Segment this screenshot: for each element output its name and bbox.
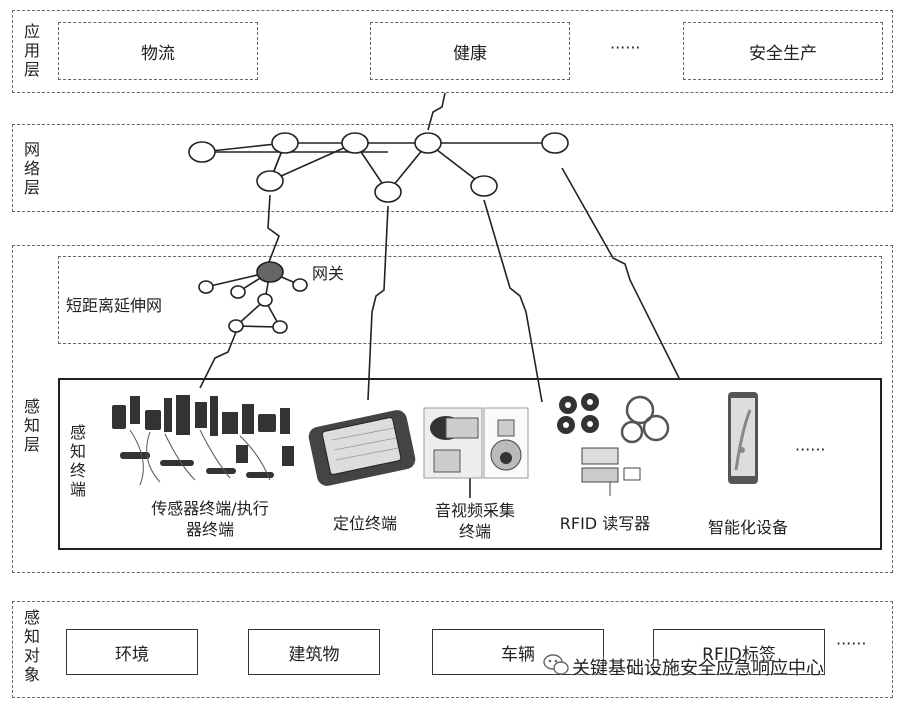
net-node [341, 132, 369, 154]
net-node [541, 132, 569, 154]
net-node [256, 170, 284, 192]
terminals-ellipsis: ······ [795, 440, 826, 459]
smart-tablet-icon [728, 392, 758, 484]
short-range-network-label: 短距离延伸网 [66, 296, 163, 315]
short-range-network-box [58, 256, 882, 344]
app-item-production-safety: 安全生产 [683, 22, 883, 80]
app-ellipsis: ······ [610, 38, 641, 57]
sr-node [230, 285, 246, 299]
terminal-label-rfid-reader: RFID 读写器 [559, 514, 651, 533]
net-node [414, 132, 442, 154]
terminals-box [58, 378, 882, 550]
objects-ellipsis: ······ [836, 634, 867, 653]
application-layer-label: 应用层 [23, 22, 40, 79]
sr-node [272, 320, 288, 334]
wechat-icon [543, 654, 569, 675]
terminal-label-av-line2: 终端 [458, 522, 491, 541]
objects-layer-label: 感知对象 [23, 608, 40, 684]
terminal-label-av-line1: 音视频采集 [434, 501, 515, 520]
app-item-logistics: 物流 [58, 22, 258, 80]
perception-layer [12, 245, 893, 573]
gateway-node [256, 261, 284, 283]
object-environment: 环境 [66, 629, 198, 675]
sr-node [257, 293, 273, 307]
perception-layer-label: 感知层 [23, 397, 40, 454]
camera-icon [423, 407, 529, 479]
network-layer-label: 网络层 [23, 140, 40, 197]
terminal-label-sensor-line1: 传感器终端/执行 [151, 499, 269, 518]
app-item-health: 健康 [370, 22, 570, 80]
net-node [470, 175, 498, 197]
terminal-label-av-capture: 音视频采集 终端 [415, 500, 535, 542]
application-layer [12, 10, 893, 93]
sr-node [198, 280, 214, 294]
objects-layer [12, 601, 893, 698]
net-node [374, 181, 402, 203]
rfid-reader-icon [557, 393, 670, 496]
sr-node [228, 319, 244, 333]
terminal-label-smart-device: 智能化设备 [707, 518, 788, 537]
gateway-label: 网关 [312, 264, 345, 283]
watermark-text: 关键基础设施安全应急响应中心 [572, 658, 824, 679]
object-rfid-tag: RFID标签 [653, 629, 825, 675]
object-building: 建筑物 [248, 629, 380, 675]
terminal-label-sensor-line2: 器终端 [185, 520, 234, 539]
gps-device-icon [308, 410, 416, 486]
sr-node [292, 278, 308, 292]
net-node [271, 132, 299, 154]
terminals-label: 感知终端 [69, 423, 86, 499]
sensor-actuator-icon [112, 395, 294, 478]
net-node [188, 141, 216, 163]
network-layer [12, 124, 893, 212]
terminal-label-positioning: 定位终端 [332, 514, 397, 533]
object-vehicle: 车辆 [432, 629, 604, 675]
terminal-label-sensor: 传感器终端/执行 器终端 [110, 498, 310, 540]
